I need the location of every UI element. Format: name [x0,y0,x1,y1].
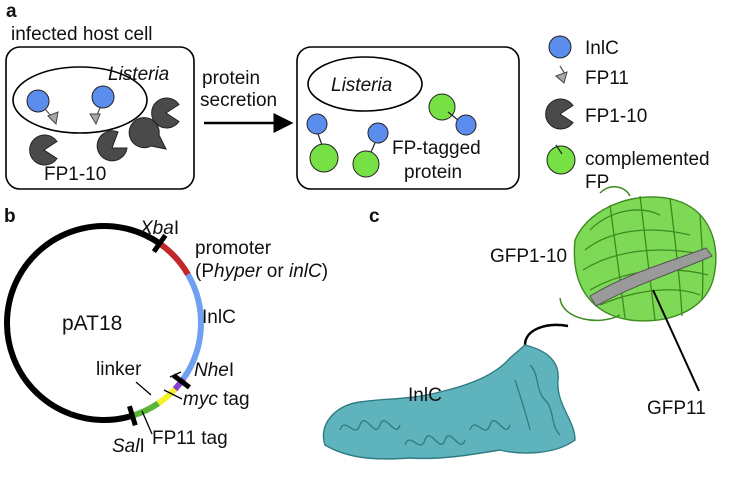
box2-label-line1: FP-tagged [392,138,481,159]
promoter-sublabel: (Phyper or inlC) [195,261,328,282]
inlc-gfp-linker [523,323,569,346]
fp110-pacman [128,117,167,150]
legend-fp11-label: FP11 [585,68,629,89]
legend-fp11-icon [555,71,568,84]
legend-complemented-label-1: complemented [585,149,710,170]
myc-label: myc tag [183,389,250,410]
plasmid-name: pAT18 [62,312,122,335]
inlc-circle [455,114,477,136]
box1-title: infected host cell [11,24,153,45]
legend-complemented-stem [555,144,563,155]
fp11-stem [370,142,376,153]
fp110-pacman [29,134,58,166]
inlc-segment-label: InlC [202,307,236,328]
legend-inlc-icon [548,35,572,59]
complemented-fp [428,93,456,121]
xbai-label: XbaI [139,218,179,239]
legend-fp110-icon [545,98,574,130]
nhei-label: NheI [194,360,234,381]
listeria-ellipse-2 [307,56,423,112]
fp11-tag-label: FP11 tag [152,428,228,449]
gfp-barrel-structure [559,186,717,322]
arrow-label-line2: secretion [200,90,277,111]
fp11-arrow [89,113,101,126]
plasmid-linker-segment [172,376,186,392]
panel-a: a infected host cell Listeria FP1-10 pro… [5,1,710,193]
fp11-leader [141,410,153,435]
panel-c: c GFP1-10 GFP11 [322,186,717,460]
fp110-pacman [96,130,128,162]
arrow-label-line1: protein [202,68,260,89]
plasmid-site-ticks [127,233,191,427]
box2-listeria-label: Listeria [331,75,392,96]
fp110-pacman [151,97,180,129]
panel-label-b: b [4,206,16,227]
sali-site-tick [127,405,138,427]
gfp-loop [599,186,631,197]
inlc-circle [26,89,50,113]
host-cell-box-2 [296,46,520,190]
panel-label-c: c [369,206,380,227]
legend-fp110-label: FP1-10 [585,106,647,127]
plasmid-myc-segment [156,387,178,406]
myc-leader [163,389,183,400]
complemented-fp [309,143,339,173]
fp11-stem [317,133,323,146]
inlc-circle [367,122,389,144]
sali-label: SalI [112,436,145,457]
nhei-site-tick [171,373,191,390]
plasmid-backbone-segment [4,223,162,417]
inlc-ribbon [322,344,576,460]
fp11-stem [447,111,459,121]
complemented-fp [352,150,380,178]
nhei-leader [169,371,182,378]
panel-b: b pAT18 XbaI promoter (Phyper or inlC) I… [4,206,328,457]
host-cell-box [5,46,195,190]
xbai-site-tick [151,233,168,254]
gfp11-strand [589,247,713,307]
linker-leader [135,381,152,396]
box2-label-line2: protein [404,162,462,183]
gfp11-label: GFP11 [647,398,706,419]
panel-label-a: a [6,1,17,22]
inlc-helices [339,364,561,446]
box1-fp110-label: FP1-10 [44,164,106,185]
inlc-structure-label: InlC [408,385,442,406]
promoter-label: promoter [195,238,272,259]
legend-complemented-label-2: FP [585,172,609,193]
legend: InlC FP11 FP1-10 complemented FP [545,35,710,193]
gfp110-label: GFP1-10 [490,246,567,267]
inlc-circle [306,113,328,135]
plasmid-inlc-segment [180,273,204,381]
plasmid-promoter-segment [157,241,191,277]
gfp11-leader [652,289,700,392]
fp11-arrow [47,111,59,126]
legend-complemented-icon [546,145,576,175]
linker-label: linker [96,359,142,380]
gfp-loop [559,297,621,322]
inlc-circle [91,85,115,109]
plasmid-backbone-segment [69,411,134,423]
listeria-ellipse-1 [12,66,148,134]
legend-inlc-label: InlC [585,38,619,59]
inlc-structure [322,344,576,460]
plasmid-fp11-segment [131,400,160,419]
box1-listeria-label: Listeria [108,64,169,85]
